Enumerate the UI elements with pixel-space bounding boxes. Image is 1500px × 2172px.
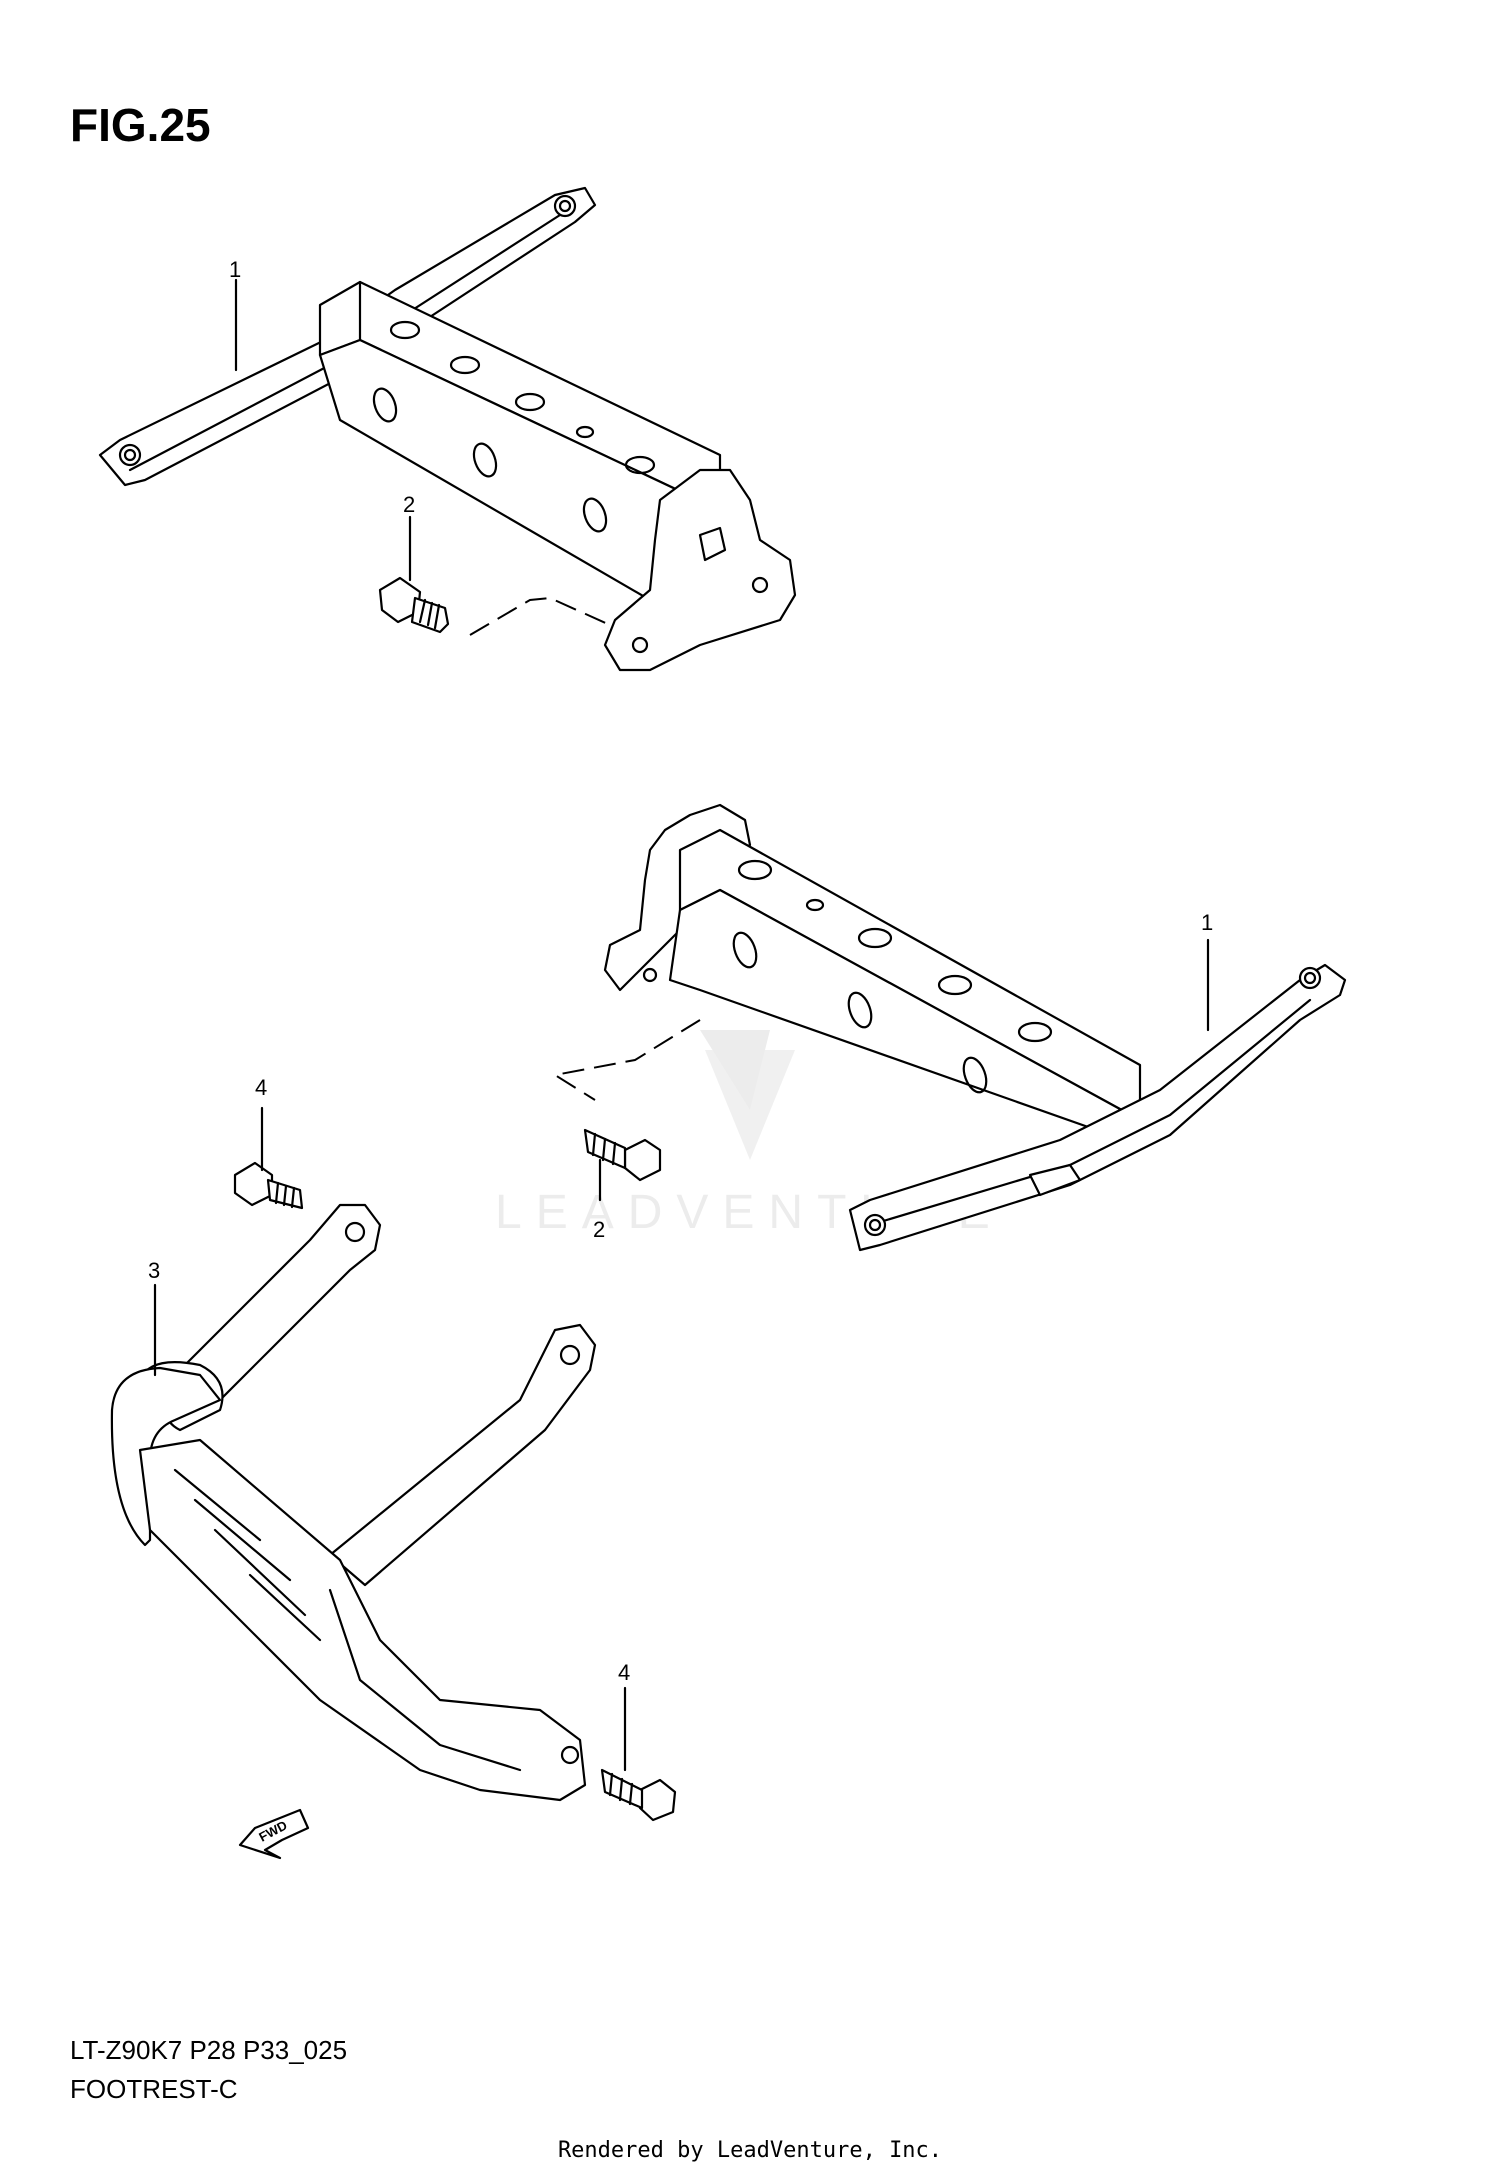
part-2-upper-bolt [378, 576, 611, 636]
leader-lines [153, 278, 1210, 1772]
callout-2-upper: 2 [403, 492, 415, 517]
model-code: LT-Z90K7 P28 P33_025 [70, 2035, 348, 2065]
callout-1-upper: 1 [229, 257, 241, 282]
part-4-lower-bolt [600, 1768, 677, 1822]
callout-2-lower: 2 [593, 1217, 605, 1242]
callout-4-lower: 4 [618, 1660, 630, 1685]
part-1-upper-footrest-bracket [98, 186, 797, 672]
part-3-front-guard [110, 1203, 597, 1802]
forward-direction-arrow: FWD [238, 1808, 310, 1860]
callout-4-upper: 4 [255, 1075, 267, 1100]
callout-1-lower: 1 [1201, 910, 1213, 935]
part-1-lower-footrest-bracket [603, 803, 1347, 1252]
part-2-lower-bolt [552, 1019, 701, 1182]
section-name: FOOTREST-C [70, 2074, 238, 2104]
callout-3: 3 [148, 1258, 160, 1283]
part-4-upper-bolt [233, 1161, 304, 1210]
figure-title: FIG.25 [70, 99, 211, 151]
rendered-by-credit: Rendered by LeadVenture, Inc. [557, 2138, 943, 2163]
